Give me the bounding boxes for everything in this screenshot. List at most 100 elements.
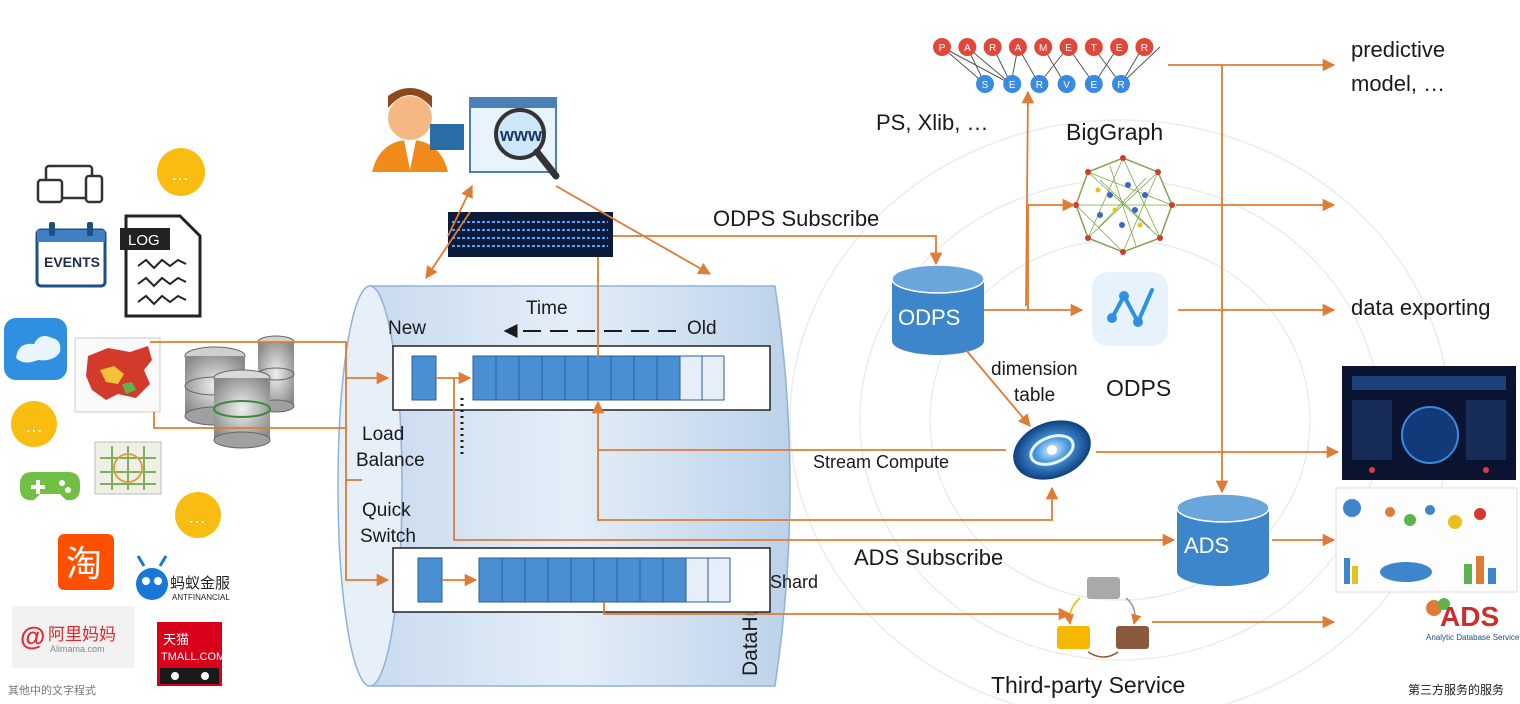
server-letter: V <box>1063 80 1070 91</box>
parameter-letter: A <box>964 43 971 54</box>
devices-icon <box>36 164 104 204</box>
parameter-letter: E <box>1065 43 1072 54</box>
svg-text:Alimama.com: Alimama.com <box>50 644 105 654</box>
footer-left-text: 其他中的文字程式 <box>8 683 96 697</box>
ads-logo-image: ADS Analytic Database Service <box>1426 598 1520 642</box>
taobao-logo: 淘 <box>58 534 114 590</box>
footer-right-text: 第三方服务的服务 <box>1408 682 1504 697</box>
parameter-letter: P <box>939 43 946 54</box>
cloud-app-icon <box>4 318 67 380</box>
alimama-logo: @ 阿里妈妈 Alimama.com <box>12 606 135 668</box>
svg-text:Analytic Database Service: Analytic Database Service <box>1426 633 1520 642</box>
parameter-node <box>1059 38 1078 56</box>
odps-database: ODPS <box>891 264 985 355</box>
analytics-charts-image <box>1335 487 1518 593</box>
parameter-letter: A <box>1015 43 1022 54</box>
biggraph-label: BigGraph <box>1066 119 1163 145</box>
events-calendar-icon: EVENTS <box>35 222 107 288</box>
heatmap-china-icon <box>74 337 161 413</box>
data-flow-arrows <box>150 58 1340 629</box>
events-label: EVENTS <box>44 254 100 270</box>
load-balance-label-2: Balance <box>356 450 425 471</box>
ads-db-label: ADS <box>1184 533 1229 558</box>
svg-text:蚂蚁金服: 蚂蚁金服 <box>170 575 230 592</box>
predictive-model-label-1: predictive <box>1351 37 1445 62</box>
odps-app-icon <box>1092 272 1168 346</box>
more-bubble-icon-3: … <box>175 492 221 538</box>
parameter-letter: M <box>1039 43 1047 54</box>
user-icon <box>372 88 448 172</box>
database-servers-icon <box>184 335 295 449</box>
biggraph-network-icon <box>1073 155 1175 255</box>
svg-text:@: @ <box>20 621 45 651</box>
game-controller-icon <box>20 472 80 501</box>
dashboard-screen-image <box>1342 366 1516 480</box>
antfinancial-logo: 蚂蚁金服 ANTFINANCIAL <box>136 555 230 602</box>
ps-xlib-label: PS, Xlib, … <box>876 110 988 135</box>
more-bubble-icon-2: … <box>11 401 57 447</box>
svg-text:www: www <box>499 125 543 145</box>
server-node <box>976 75 994 93</box>
parameter-node <box>958 38 977 56</box>
odps-subscribe-label: ODPS Subscribe <box>713 206 879 231</box>
parameter-node <box>1135 38 1154 56</box>
stream-compute-label: Stream Compute <box>813 452 949 472</box>
odps-app-label: ODPS <box>1106 375 1171 401</box>
server-letter: E <box>1090 80 1097 91</box>
data-exporting-label: data exporting <box>1351 295 1490 320</box>
parameter-node <box>1008 38 1027 56</box>
old-label: Old <box>687 318 717 339</box>
ads-database: ADS <box>1176 493 1270 586</box>
server-node <box>1112 75 1130 93</box>
parameter-letter: E <box>1116 43 1123 54</box>
server-letter: E <box>1009 80 1016 91</box>
city-map-icon <box>94 441 162 495</box>
ads-subscribe-label: ADS Subscribe <box>854 545 1003 570</box>
time-label: Time <box>526 298 568 319</box>
parameter-node <box>1110 38 1129 56</box>
svg-text:淘: 淘 <box>66 543 102 584</box>
svg-text:TMALL.COM: TMALL.COM <box>161 651 225 663</box>
parameter-node <box>1084 38 1103 56</box>
svg-text:…: … <box>25 416 43 436</box>
dimension-table-label-1: dimension <box>991 359 1078 380</box>
log-label: LOG <box>128 232 160 249</box>
svg-text:天猫: 天猫 <box>163 632 189 647</box>
shard-label: Shard <box>770 572 818 592</box>
binary-data-banner <box>448 212 613 257</box>
server-node <box>1030 75 1049 93</box>
parameter-node <box>1034 38 1053 56</box>
server-letter: R <box>1036 80 1043 91</box>
parameter-letter: R <box>1141 43 1148 54</box>
server-node <box>1057 75 1076 93</box>
svg-text:…: … <box>188 507 206 527</box>
quick-switch-label-1: Quick <box>362 500 411 521</box>
server-letter: R <box>1117 80 1124 91</box>
server-letter: S <box>982 80 989 91</box>
quick-switch-label-2: Switch <box>360 526 416 547</box>
stream-compute-icon <box>1013 420 1091 480</box>
new-label: New <box>388 318 426 339</box>
svg-text:ANTFINANCIAL: ANTFINANCIAL <box>172 593 230 602</box>
odps-db-label: ODPS <box>898 305 960 330</box>
log-file-icon: LOG <box>120 214 202 318</box>
tmall-logo: 天猫 TMALL.COM <box>157 622 225 686</box>
predictive-model-label-2: model, … <box>1351 71 1445 96</box>
load-balance-label-1: Load <box>362 424 404 445</box>
more-bubble-icon: … <box>157 148 205 196</box>
third-party-service-icon <box>1057 577 1149 658</box>
parameter-node <box>983 38 1002 56</box>
svg-text:阿里妈妈: 阿里妈妈 <box>48 625 116 644</box>
parameter-letter: R <box>989 43 996 54</box>
server-node <box>1003 75 1022 93</box>
svg-text:…: … <box>171 164 189 184</box>
server-node <box>1084 75 1103 93</box>
shard-2 <box>392 547 771 613</box>
dimension-table-label-2: table <box>1014 385 1055 406</box>
svg-text:ADS: ADS <box>1440 601 1499 632</box>
